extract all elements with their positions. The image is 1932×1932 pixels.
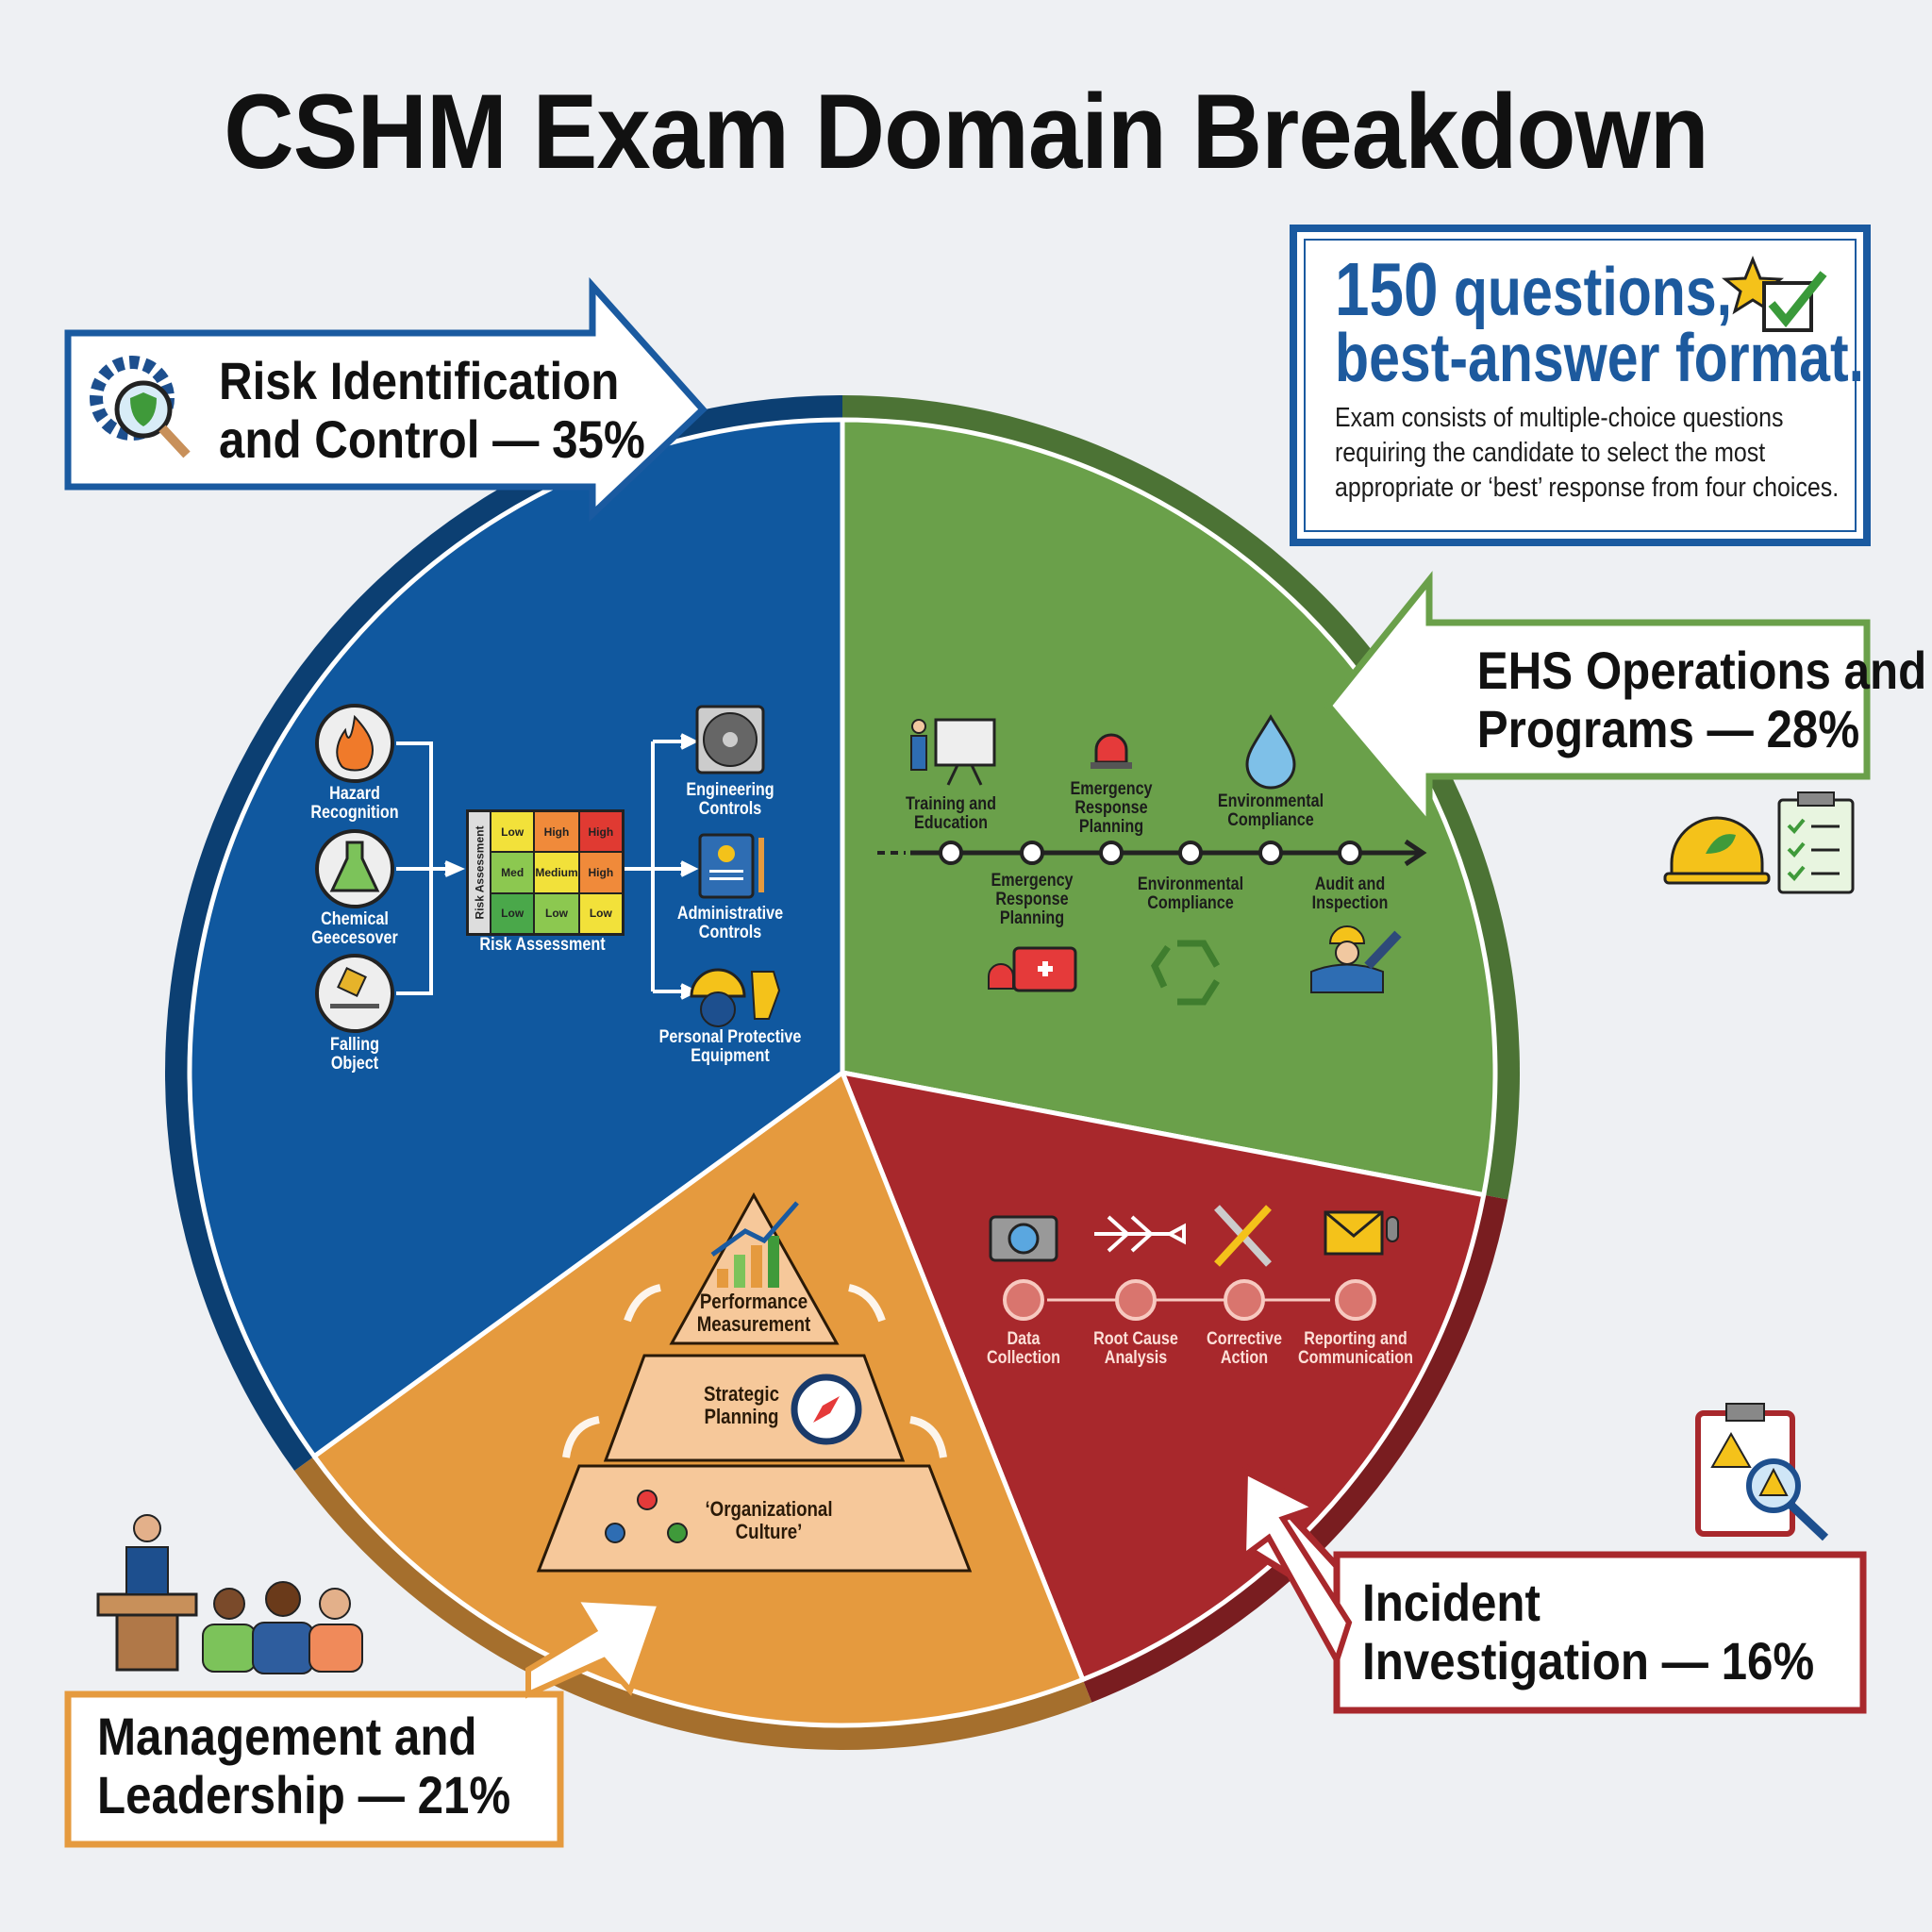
management-arrow: [525, 1595, 665, 1699]
timeline-node: [1020, 841, 1044, 865]
matrix-cell: High: [579, 812, 622, 852]
matrix-cell: Medium: [535, 853, 578, 892]
flask-icon: [315, 829, 394, 908]
ehs-timeline: [877, 839, 1427, 867]
stat-headline: 150 questions, best-answer format.: [1335, 247, 1865, 396]
risk-callout-label: Risk Identification and Control — 35%: [219, 351, 645, 469]
matrix-cell: Low: [535, 893, 578, 933]
incident-arrow: [1240, 1467, 1353, 1668]
stat-description: Exam consists of multiple-choice questio…: [1335, 403, 1840, 503]
tools-icon: [1214, 1205, 1272, 1267]
risk-callout-shape: [64, 276, 708, 523]
timeline-node: [1258, 841, 1283, 865]
management-callout-shape: [64, 1690, 564, 1848]
risk-shield-gear-icon: [85, 351, 198, 464]
inspector-icon: [1310, 925, 1402, 993]
compass-icon: [791, 1374, 862, 1445]
risk-matrix: Risk Assessment Low High High Med Medium…: [466, 809, 625, 936]
speaker-podium-icon: [96, 1514, 198, 1672]
matrix-cell: Low: [491, 893, 534, 933]
ehs-callout-label: EHS Operations and Programs — 28%: [1476, 641, 1927, 758]
fan-icon: [695, 705, 765, 774]
incident-step-node: [1115, 1279, 1157, 1321]
people-icon: [202, 1581, 363, 1674]
timeline-node: [1099, 841, 1124, 865]
first-aid-icon: [988, 946, 1077, 992]
checklist-icon: [1777, 791, 1855, 894]
management-callout-label: Management and Leadership — 21%: [97, 1707, 511, 1824]
question-count: 150: [1335, 247, 1439, 331]
incident-callout-label: Incident Investigation — 16%: [1362, 1573, 1815, 1690]
matrix-label: Risk Assessment: [479, 935, 606, 955]
timeline-node: [939, 841, 963, 865]
camera-icon: [989, 1215, 1058, 1262]
training-icon: [910, 718, 996, 786]
matrix-cell: Low: [491, 812, 534, 852]
page-title: CSHM Exam Domain Breakdown: [224, 73, 1708, 191]
growth-chart-icon: [710, 1201, 799, 1288]
cycle-arrows: [562, 1284, 947, 1458]
incident-flow: [1003, 1279, 1376, 1321]
incident-step-node: [1335, 1279, 1376, 1321]
star-check-icon: [1722, 255, 1827, 332]
ppe-icon: [690, 968, 781, 1027]
report-icon: [1324, 1210, 1399, 1256]
matrix-cell: Low: [579, 893, 622, 933]
incident-report-icon: [1695, 1403, 1829, 1541]
timeline-node: [1178, 841, 1203, 865]
incident-step-node: [1224, 1279, 1265, 1321]
hard-hat-leaf-icon: [1663, 816, 1771, 885]
incident-step-node: [1003, 1279, 1044, 1321]
matrix-cell: High: [535, 812, 578, 852]
falling-object-icon: [315, 954, 394, 1033]
alarm-icon: [1091, 733, 1132, 769]
fire-icon: [315, 704, 394, 783]
pie-slice-ehs-operations-and-programs: [840, 417, 1498, 1198]
water-drop-icon: [1245, 714, 1296, 790]
timeline-node: [1338, 841, 1362, 865]
team-icon: [605, 1490, 688, 1543]
fishbone-icon: [1094, 1215, 1186, 1253]
recycle-icon: [1150, 940, 1221, 1006]
ehs-callout-shape: [1324, 571, 1871, 835]
manual-icon: [698, 833, 764, 899]
matrix-cell: Med: [491, 853, 534, 892]
matrix-cell: High: [579, 853, 622, 892]
